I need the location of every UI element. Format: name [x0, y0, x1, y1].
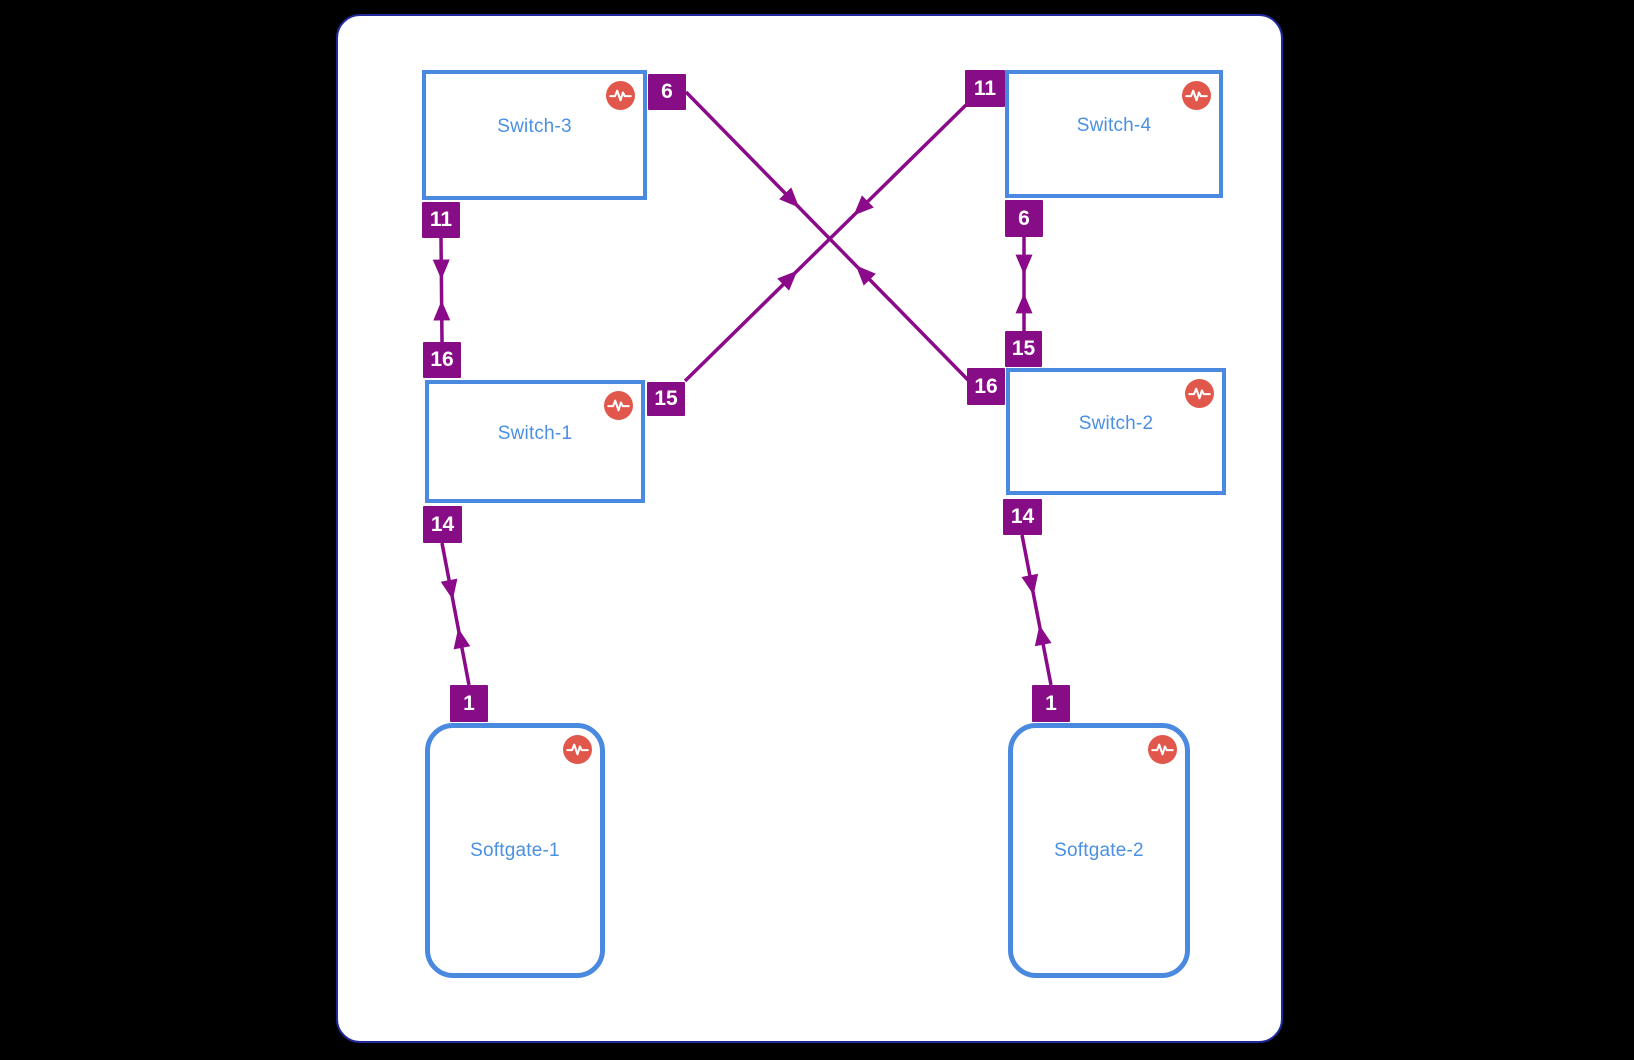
node-label: Softgate-1 — [470, 839, 560, 861]
node-switch-3[interactable]: Switch-3 — [422, 70, 647, 200]
port-badge-switch3-6[interactable]: 6 — [648, 74, 686, 110]
node-softgate-1[interactable]: Softgate-1 — [425, 723, 605, 978]
port-badge-softgate1-1[interactable]: 1 — [450, 685, 488, 722]
port-badge-softgate2-1[interactable]: 1 — [1032, 685, 1070, 722]
port-badge-switch1-16[interactable]: 16 — [423, 342, 461, 378]
health-pulse-icon[interactable] — [1185, 379, 1214, 408]
port-badge-switch2-16[interactable]: 16 — [967, 368, 1005, 405]
node-label: Switch-2 — [1078, 412, 1154, 434]
port-badge-switch1-14[interactable]: 14 — [423, 506, 462, 543]
port-badge-switch4-6[interactable]: 6 — [1005, 200, 1043, 237]
node-switch-2[interactable]: Switch-2 — [1006, 368, 1226, 495]
link-switch3-6-switch2-16[interactable] — [684, 90, 971, 383]
link-switch4-11-switch1-15[interactable] — [683, 103, 968, 383]
link-switch2-14-softgate2-1[interactable] — [1020, 534, 1053, 686]
node-label: Softgate-2 — [1054, 839, 1144, 861]
port-badge-switch3-11[interactable]: 11 — [422, 202, 460, 238]
health-pulse-icon[interactable] — [1148, 735, 1177, 764]
link-switch1-14-softgate1-1[interactable] — [440, 542, 471, 686]
node-switch-1[interactable]: Switch-1 — [425, 380, 645, 503]
port-badge-switch2-14[interactable]: 14 — [1003, 499, 1042, 535]
port-badge-switch1-15[interactable]: 15 — [647, 382, 685, 416]
node-switch-4[interactable]: Switch-4 — [1005, 70, 1223, 198]
health-pulse-icon[interactable] — [604, 391, 633, 420]
node-softgate-2[interactable]: Softgate-2 — [1008, 723, 1190, 978]
port-badge-switch2-15[interactable]: 15 — [1005, 331, 1042, 367]
node-label: Switch-4 — [1076, 115, 1152, 136]
link-switch3-11-switch1-16[interactable] — [432, 237, 451, 343]
health-pulse-icon[interactable] — [563, 735, 592, 764]
node-label: Switch-1 — [497, 422, 573, 444]
node-label: Switch-3 — [497, 116, 572, 137]
port-badge-switch4-11[interactable]: 11 — [965, 70, 1005, 107]
health-pulse-icon[interactable] — [606, 81, 635, 110]
link-switch4-6-switch2-15[interactable] — [1015, 237, 1033, 331]
health-pulse-icon[interactable] — [1182, 81, 1211, 110]
